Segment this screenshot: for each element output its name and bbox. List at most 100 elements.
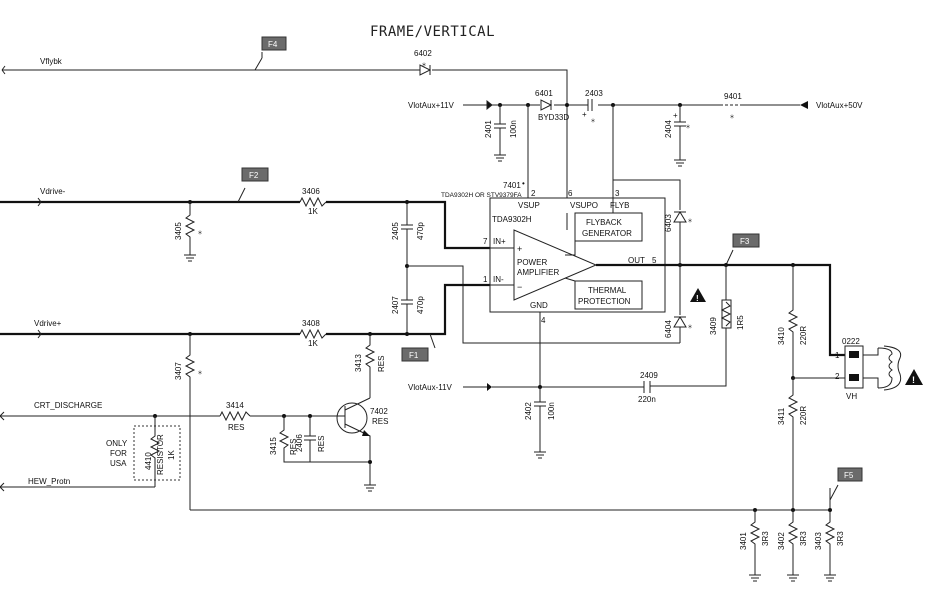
svg-text:F4: F4: [268, 40, 278, 49]
vdrive-plus-label: Vdrive+: [34, 319, 62, 328]
c2401-val: 100n: [509, 120, 518, 138]
conn-val: VH: [846, 392, 857, 401]
c2402-val: 100n: [547, 402, 556, 420]
cap-2402: 2402 100n: [524, 387, 556, 459]
r3406-val: 1K: [308, 207, 318, 216]
crt-discharge-label: CRT_DISCHARGE: [34, 401, 102, 410]
d6401-val: BYD33D: [538, 113, 569, 122]
amp-plus: +: [517, 244, 522, 254]
svg-text:⁎: ⁎: [688, 321, 692, 330]
vlotaux-p50-label: VlotAux+50V: [816, 101, 863, 110]
flag-f2: F2: [241, 167, 269, 182]
d6404-ref: 6404: [664, 320, 673, 338]
svg-text:⁎: ⁎: [198, 367, 202, 376]
net-vdrive-plus: Vdrive+: [0, 283, 490, 349]
d6403-ref: 6403: [664, 214, 673, 232]
cap-2403: 2403 + ⁎: [582, 89, 614, 198]
diode-6401: 6401 BYD33D: [527, 89, 569, 198]
ic-ref: 7401: [503, 181, 521, 190]
c2404-ref: 2404: [664, 120, 673, 138]
ic-pin-vsup: VSUP: [518, 201, 540, 210]
cap-2406: 2406 RES: [295, 416, 326, 462]
svg-text:⁎: ⁎: [591, 115, 595, 124]
only-label-1: ONLY: [106, 439, 128, 448]
r3406-ref: 3406: [302, 187, 320, 196]
q7402-ref: 7402: [370, 407, 388, 416]
link-9401: 9401 ⁎: [720, 92, 742, 120]
c2403-ref: 2403: [585, 89, 603, 98]
resistor-3410: 3410 220R: [777, 265, 845, 380]
r4410-val2: 1K: [167, 450, 176, 460]
ic-pin-7: 7: [483, 237, 488, 246]
r3402-ref: 3402: [777, 532, 786, 550]
r3413-val: RES: [377, 356, 386, 372]
resistor-3407: 3407 ⁎: [174, 334, 202, 510]
flag-f4: F4: [261, 36, 287, 51]
amp-label-1: POWER: [517, 258, 547, 267]
svg-text:⁎: ⁎: [730, 111, 734, 120]
c2405-ref: 2405: [391, 222, 400, 240]
c2407-ref: 2407: [391, 296, 400, 314]
ic-pin-4: 4: [541, 316, 546, 325]
cap-2405: 2405 470p: [391, 200, 425, 300]
r3401-ref: 3401: [739, 532, 748, 550]
vdrive-minus-label: Vdrive-: [40, 187, 66, 196]
c2401-ref: 2401: [484, 120, 493, 138]
vlotaux-p11-label: VlotAux+11V: [408, 101, 455, 110]
r3405-ref: 3405: [174, 222, 183, 240]
ic-pin-2: 2: [531, 189, 536, 198]
vflybk-label: Vflybk: [40, 57, 63, 66]
r3409-ref: 3409: [709, 317, 718, 335]
flyback-label-2: GENERATOR: [582, 229, 632, 238]
resistor-3409: 3409 1R5: [650, 265, 745, 387]
ic-pin-3: 3: [615, 189, 620, 198]
r3401-val: 3R3: [761, 531, 770, 546]
ic-pin-inp: IN+: [493, 237, 506, 246]
hew-protn-label: HEW_Protn: [28, 477, 70, 486]
cap-2401: 2401 100n: [484, 105, 518, 162]
d6402-ref: 6402: [414, 49, 432, 58]
resistor-3408: 3408 1K: [299, 319, 327, 348]
svg-text:!: !: [696, 294, 699, 303]
resistor-3411: 3411 220R: [777, 378, 808, 510]
r4410-ref: 4410: [144, 452, 153, 470]
svg-text:!: !: [912, 375, 915, 385]
net-crt-discharge: CRT_DISCHARGE: [0, 401, 338, 421]
only-label-2: FOR: [110, 449, 127, 458]
net-hew-protn: HEW_Protn: [0, 477, 155, 492]
diode-6402: 6402 ⁎: [414, 49, 432, 76]
amp-minus: −: [517, 282, 522, 292]
c2405-val: 470p: [416, 222, 425, 240]
r3409-val: 1R5: [736, 315, 745, 330]
ic-pin-inm: IN-: [493, 275, 504, 284]
conn-ref: 0222: [842, 337, 860, 346]
l9401-ref: 9401: [724, 92, 742, 101]
r3408-ref: 3408: [302, 319, 320, 328]
cap-2407: 2407 470p: [391, 296, 425, 336]
resistor-3414: 3414 RES: [219, 401, 251, 432]
resistor-3413: 3413 RES: [354, 334, 386, 398]
r3403-ref: 3403: [814, 532, 823, 550]
conn-pin-2: 2: [835, 372, 840, 381]
ic-pin-out: OUT: [628, 256, 645, 265]
ic-7401: 7401 • TDA9302H OR STV9379FA TDA9302H VS…: [441, 179, 666, 325]
ic-pin-6: 6: [568, 189, 573, 198]
svg-text:F3: F3: [740, 237, 750, 246]
svg-text:F1: F1: [409, 351, 419, 360]
ic-name: TDA9302H: [492, 215, 532, 224]
resistor-3402: 3402 3R3: [777, 510, 808, 582]
r3414-ref: 3414: [226, 401, 244, 410]
c2406-ref: 2406: [295, 434, 304, 452]
r3415-ref: 3415: [269, 437, 278, 455]
resistor-3401: 3401 3R3: [739, 510, 770, 582]
net-vlotaux-p11: VlotAux+11V: [408, 99, 800, 111]
resistor-3405: 3405 ⁎: [174, 202, 202, 262]
page-title: FRAME/VERTICAL: [370, 24, 495, 40]
r3413-ref: 3413: [354, 354, 363, 372]
c2409-ref: 2409: [640, 371, 658, 380]
flag-f1: F1: [401, 347, 429, 362]
diode-6404: 6404 ⁎ !: [664, 265, 706, 343]
net-f5: [753, 484, 839, 520]
c2402-ref: 2402: [524, 402, 533, 420]
